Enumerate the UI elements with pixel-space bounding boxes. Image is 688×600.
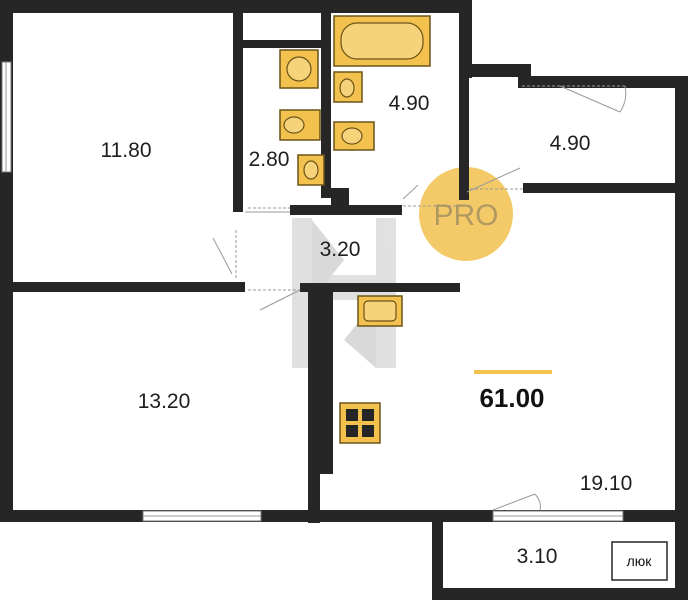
doors — [212, 85, 627, 511]
kitchen-sink-icon — [357, 295, 403, 327]
pro-watermark-circle — [419, 167, 513, 261]
balcony-area: 3.10 — [517, 545, 558, 568]
hatch-box — [611, 541, 668, 581]
room-left-bottom-area: 13.20 — [138, 390, 191, 413]
washing-machine-icon — [279, 49, 319, 89]
hatch-label: люк — [627, 553, 653, 569]
wc-sink-icon — [297, 154, 325, 186]
kitchen-living-area: 19.10 — [580, 472, 633, 495]
hallway-area: 3.20 — [320, 238, 361, 261]
room-bath-area: 4.90 — [389, 92, 430, 115]
total-area-accent-bar — [474, 370, 552, 374]
total-area: 61.00 — [479, 383, 544, 413]
room-wc-area: 2.80 — [249, 148, 290, 171]
bathtub-icon — [333, 15, 431, 67]
room-left-top-area: 11.80 — [101, 139, 152, 162]
room-right-top-area: 4.90 — [550, 132, 591, 155]
wc-toilet-icon — [279, 109, 321, 141]
bath-sink-icon — [333, 71, 363, 103]
stove-icon — [339, 402, 381, 444]
bath-toilet-icon — [333, 121, 375, 151]
pro-watermark-text: PRO — [433, 199, 498, 232]
